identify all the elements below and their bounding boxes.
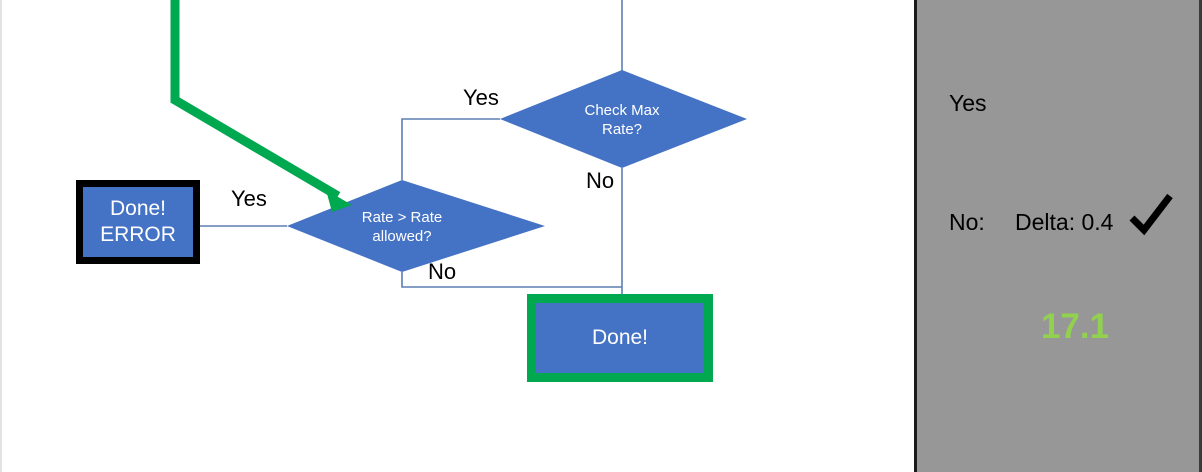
diamond-label-check-max-rate: Check Max Rate? [540,88,704,152]
diamond-label-rate-line1: Rate > Rate [361,208,443,226]
panel-delta-label: Delta: 0.4 [1015,209,1114,235]
status-panel [914,0,1202,472]
node-done-error-line1: Done! [109,197,167,221]
edge-label-yes-rate-allowed: Yes [231,186,267,211]
diamond-label-rate-greater-than-allowed: Rate > Rate allowed? [320,196,484,258]
panel-no-label: No: [949,209,985,235]
check-mark-icon [1129,193,1173,236]
diamond-label-rate-line2: allowed? [372,228,432,245]
edge-label-no-check-max-rate: No [586,168,615,193]
edge-label-no-rate-allowed: No [428,259,457,284]
node-done-error: Done! ERROR [76,180,200,264]
edge-label-yes-check-max-rate: Yes [463,85,499,110]
diamond-label-check-max-rate-line2: Rate? [601,121,643,138]
node-done-label: Done! [591,326,649,350]
diamond-label-check-max-rate-line1: Check Max [584,101,660,119]
panel-result-value: 17.1 [1040,307,1110,346]
node-done-error-line2: ERROR [100,223,176,246]
node-done: Done! [527,294,713,382]
panel-yes-label: Yes [949,90,987,116]
